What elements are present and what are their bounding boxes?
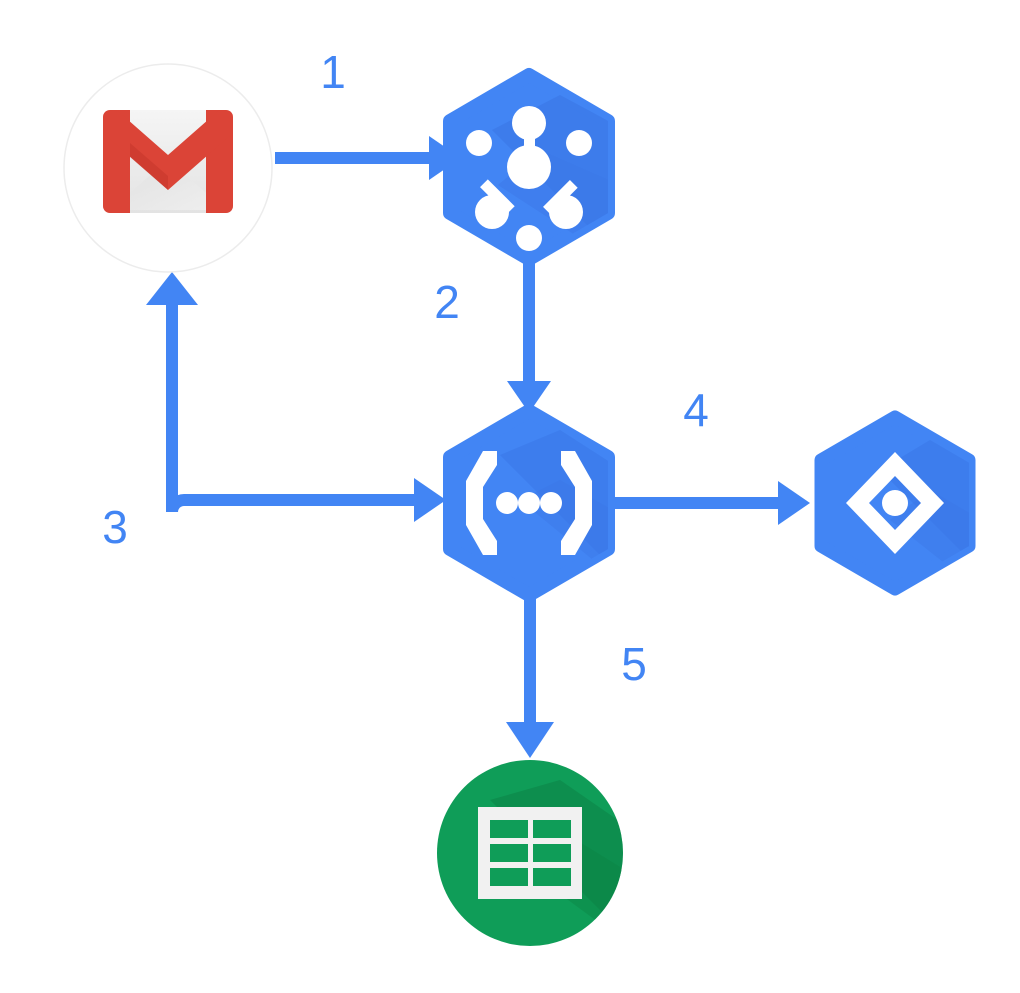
step-label-3: 3: [102, 501, 128, 553]
connector-functions-to-gmail: [146, 272, 446, 522]
pubsub-hub-node: [507, 145, 551, 189]
pubsub-node-left: [466, 130, 492, 156]
pubsub-node-lower-right: [549, 195, 583, 229]
arrowhead-right-into-functions: [414, 478, 446, 522]
connector-elbow-path: [166, 300, 435, 513]
pubsub-node-lower-left: [475, 195, 509, 229]
step-label-1: 1: [320, 46, 346, 98]
pubsub-node-right: [566, 130, 592, 156]
step-label-4: 4: [683, 384, 709, 436]
node-google-sheets[interactable]: [437, 760, 690, 960]
arrowhead-right: [778, 481, 810, 525]
pubsub-node-bottom: [516, 225, 542, 251]
gmail-icon: [103, 109, 233, 213]
connector-pubsub-to-functions: [507, 259, 551, 413]
sheets-cell-r3c2: [533, 868, 571, 886]
sheets-cell-r3c1: [490, 868, 528, 886]
sheets-cell-r2c1: [490, 844, 528, 862]
cloud-vision-long-shadow: [880, 440, 969, 589]
arrowhead-down: [507, 381, 551, 413]
connector-shaft: [524, 592, 536, 727]
node-gmail[interactable]: [63, 63, 273, 273]
connector-gmail-to-pubsub: [275, 136, 461, 180]
cloud-functions-icon: [466, 451, 592, 555]
arrowhead-down: [506, 722, 554, 758]
cloud-functions-long-shadow: [500, 430, 608, 595]
connector-shaft: [612, 497, 782, 509]
connector-shaft: [523, 259, 535, 386]
arrowhead-up: [146, 272, 198, 305]
node-cloud-functions[interactable]: [443, 404, 700, 615]
gmail-m-crease: [130, 143, 168, 190]
pubsub-icon: [466, 106, 592, 251]
vision-pupil: [882, 490, 908, 516]
node-pubsub[interactable]: [443, 68, 700, 290]
bracket-left: [466, 451, 497, 555]
dot-3: [540, 492, 562, 514]
gmail-m-swoosh: [103, 109, 233, 190]
node-cloud-vision[interactable]: [814, 410, 1020, 615]
google-sheets-icon: [478, 807, 582, 899]
step-label-5: 5: [621, 638, 647, 690]
sheets-cell-r1c2: [533, 820, 571, 838]
step-label-2: 2: [434, 276, 460, 328]
dot-1: [496, 492, 518, 514]
dot-2: [518, 492, 540, 514]
sheets-cell-r1c1: [490, 820, 528, 838]
bracket-right: [561, 451, 592, 555]
connector-functions-to-sheets: [506, 592, 554, 758]
cloud-vision-icon: [846, 452, 944, 554]
connector-functions-to-vision: [612, 481, 810, 525]
connector-shaft: [275, 152, 435, 164]
sheets-cell-r2c2: [533, 844, 571, 862]
pubsub-node-top: [512, 106, 546, 140]
vision-diamond-eye: [846, 452, 944, 554]
